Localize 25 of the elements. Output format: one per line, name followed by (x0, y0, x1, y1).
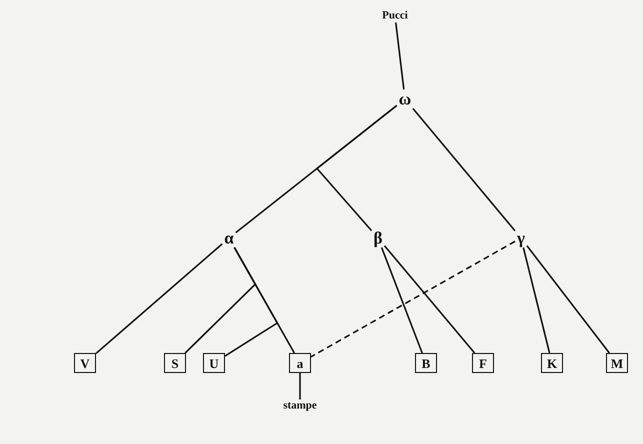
node-label: α (222, 228, 236, 248)
node-label: β (372, 228, 384, 248)
line (395, 22, 405, 90)
node-label: Pucci (381, 10, 409, 22)
manuscript-box: F (472, 353, 494, 373)
manuscript-box: V (74, 353, 96, 373)
line (95, 243, 223, 354)
manuscript-box: U (203, 353, 225, 373)
node-label: ω (396, 90, 414, 108)
manuscript-box: K (541, 353, 563, 373)
manuscript-box: S (164, 353, 186, 373)
node-label: stampe (282, 400, 318, 412)
manuscript-box: a (289, 353, 311, 373)
line (384, 245, 476, 354)
line (299, 373, 301, 400)
line (526, 245, 610, 354)
dashed-line (310, 240, 516, 358)
line (522, 247, 550, 354)
node-label: γ (515, 228, 527, 248)
line (224, 247, 278, 357)
line (316, 104, 398, 232)
line (380, 247, 423, 354)
manuscript-box: B (415, 353, 437, 373)
manuscript-box: M (606, 353, 628, 373)
line (412, 108, 516, 232)
